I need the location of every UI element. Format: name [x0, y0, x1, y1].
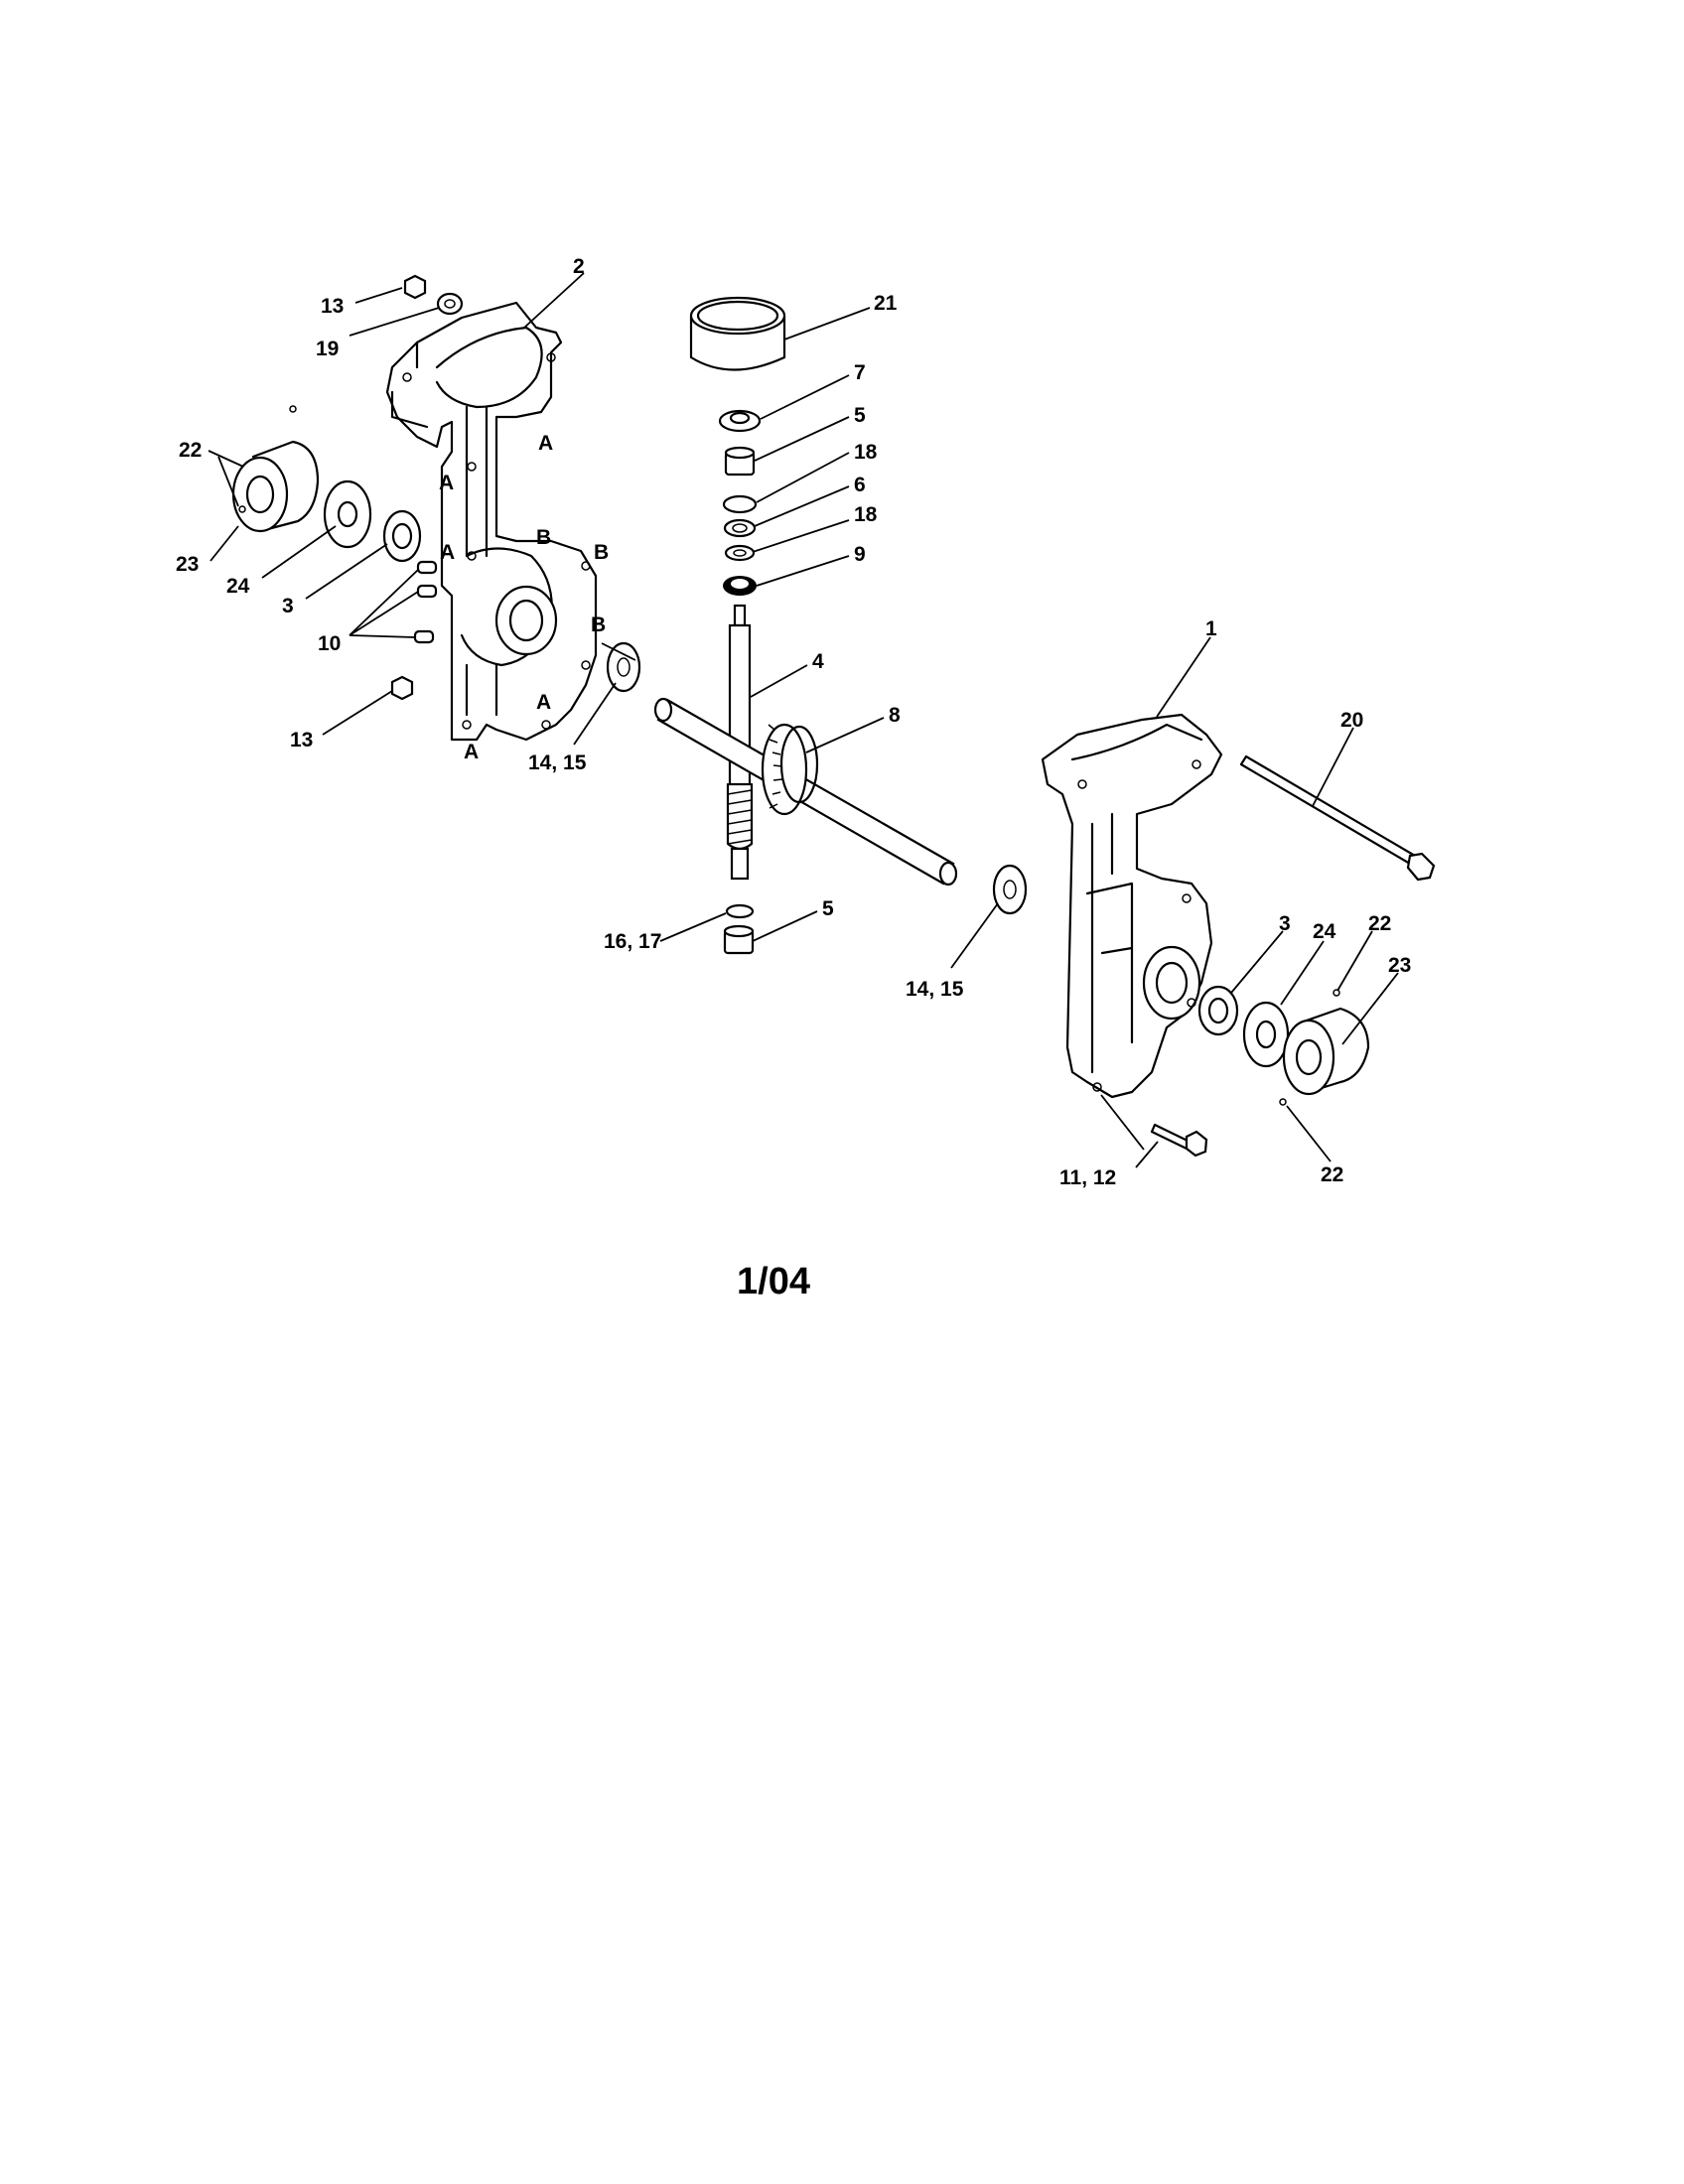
mark-b-3: B [591, 614, 606, 636]
callout-14-15-right: 14, 15 [906, 978, 964, 1001]
left-bearing-23 [231, 405, 320, 533]
callout-7: 7 [854, 361, 866, 384]
callout-labels: 2 13 19 22 23 24 3 10 13 14, 15 21 7 5 1… [176, 255, 1411, 1189]
mark-a-3: A [440, 541, 455, 564]
callout-10: 10 [318, 632, 341, 655]
callout-5-top: 5 [854, 404, 866, 427]
left-gear-housing [385, 301, 598, 742]
bushing-5-top [724, 446, 756, 477]
washer-19 [436, 292, 464, 316]
callout-2: 2 [573, 255, 585, 278]
callout-5-bottom: 5 [822, 897, 834, 920]
callout-18-bottom: 18 [854, 503, 878, 526]
callout-18-top: 18 [854, 441, 878, 464]
mark-a-1: A [538, 432, 553, 455]
washer-6 [723, 518, 757, 538]
thrust-washer-14-right [992, 864, 1028, 915]
mark-a-2: A [439, 472, 454, 494]
callout-16-17: 16, 17 [604, 930, 661, 953]
washer-18-bottom [724, 544, 756, 562]
callout-22-bottom: 22 [1321, 1163, 1343, 1186]
seal-9 [723, 576, 757, 596]
cup-21 [689, 296, 786, 371]
callout-13-top: 13 [321, 295, 344, 318]
bushing-5-bottom [723, 924, 755, 955]
callout-13-bottom: 13 [290, 729, 313, 751]
callout-22-right: 22 [1368, 912, 1391, 935]
callout-24-left: 24 [226, 575, 250, 598]
thrust-washer-14-left [606, 641, 641, 693]
callout-21: 21 [874, 292, 898, 315]
washer-18-top [722, 494, 758, 514]
bolt-11 [1150, 1123, 1208, 1158]
callout-4: 4 [812, 650, 824, 673]
callout-24-right: 24 [1313, 920, 1336, 943]
callout-22-left: 22 [179, 439, 202, 462]
left-seal-24 [323, 479, 372, 549]
callout-8: 8 [889, 704, 901, 727]
callout-14-15-left: 14, 15 [528, 751, 587, 774]
right-bearing-3 [1197, 985, 1239, 1036]
leader-lines [208, 272, 1399, 1168]
right-bearing-23 [1279, 989, 1370, 1106]
dowel-pins-10 [413, 560, 438, 644]
callout-1: 1 [1205, 617, 1217, 640]
nut-13-top [403, 274, 427, 300]
mark-b-2: B [594, 541, 609, 564]
mark-b-1: B [536, 526, 551, 549]
mark-a-5: A [464, 741, 479, 763]
mark-a-4: A [536, 691, 551, 714]
callout-23-right: 23 [1388, 954, 1411, 977]
callout-6: 6 [854, 474, 866, 496]
callout-3-right: 3 [1279, 912, 1291, 935]
bearing-7 [718, 409, 762, 433]
callout-3-left: 3 [282, 595, 294, 617]
callout-23-left: 23 [176, 553, 199, 576]
callout-9: 9 [854, 543, 866, 566]
callout-19: 19 [316, 338, 339, 360]
callout-11-12: 11, 12 [1059, 1166, 1116, 1189]
bolt-20 [1239, 754, 1436, 882]
callout-20: 20 [1340, 709, 1363, 732]
right-gear-housing [1041, 713, 1223, 1099]
left-bearing-3 [382, 509, 422, 563]
alignment-marks: A A A A A B B B [439, 432, 609, 763]
wheel-axle-gear-8 [653, 697, 958, 887]
right-seal-24 [1242, 1001, 1290, 1068]
date-code: 1/04 [737, 1261, 810, 1302]
washer-16 [725, 903, 755, 919]
nut-13-bottom [390, 675, 414, 701]
